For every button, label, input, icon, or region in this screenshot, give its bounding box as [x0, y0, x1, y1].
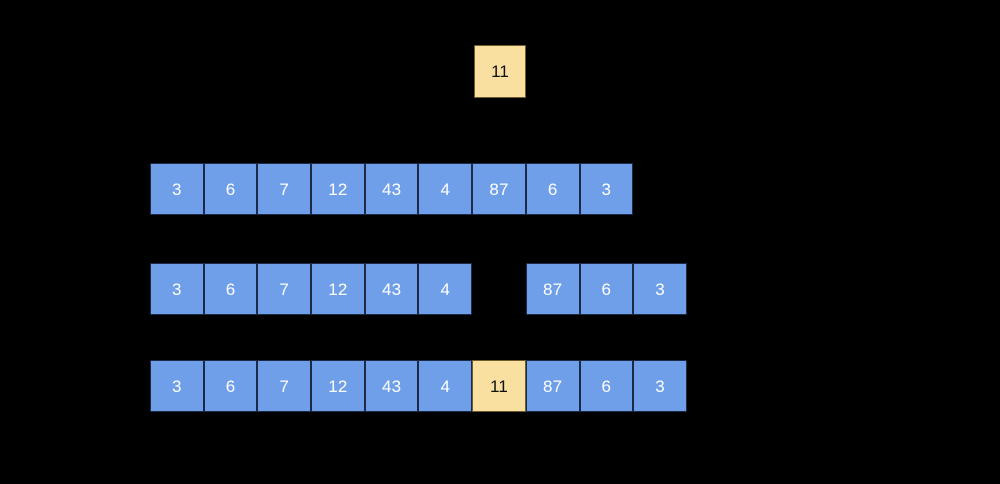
array-cell: 4: [418, 360, 473, 412]
array-cell: 87: [525, 263, 580, 315]
array-cell: 87: [525, 360, 580, 412]
array-cell: 4: [418, 163, 473, 215]
array-cell: 87: [472, 163, 526, 215]
array-cell: 12: [311, 263, 365, 315]
array-cell: 6: [579, 360, 634, 412]
array-cell: 7: [257, 360, 312, 412]
array-cell: 43: [364, 263, 419, 315]
array-cell: 6: [525, 163, 580, 215]
array-cell: 12: [311, 163, 365, 215]
array-cell: 43: [364, 360, 419, 412]
array-gap-slot: [472, 263, 526, 315]
array-cell: 7: [257, 263, 312, 315]
array-cell: 4: [418, 263, 473, 315]
array-cell: 6: [203, 360, 258, 412]
array-cell: 12: [311, 360, 365, 412]
array-cell: 43: [364, 163, 419, 215]
array-cell: 3: [633, 263, 687, 315]
array-cell: 6: [579, 263, 634, 315]
array-cell: 3: [150, 263, 204, 315]
array-cell: 3: [150, 163, 204, 215]
array-cell: 7: [257, 163, 312, 215]
array-cell-highlighted: 11: [472, 360, 526, 412]
array-cell: 3: [150, 360, 204, 412]
array-cell: 6: [203, 163, 258, 215]
array-cell: 6: [203, 263, 258, 315]
array-cell: 3: [579, 163, 634, 215]
array-cell: 3: [633, 360, 687, 412]
element-to-insert-cell: 11: [474, 45, 526, 98]
